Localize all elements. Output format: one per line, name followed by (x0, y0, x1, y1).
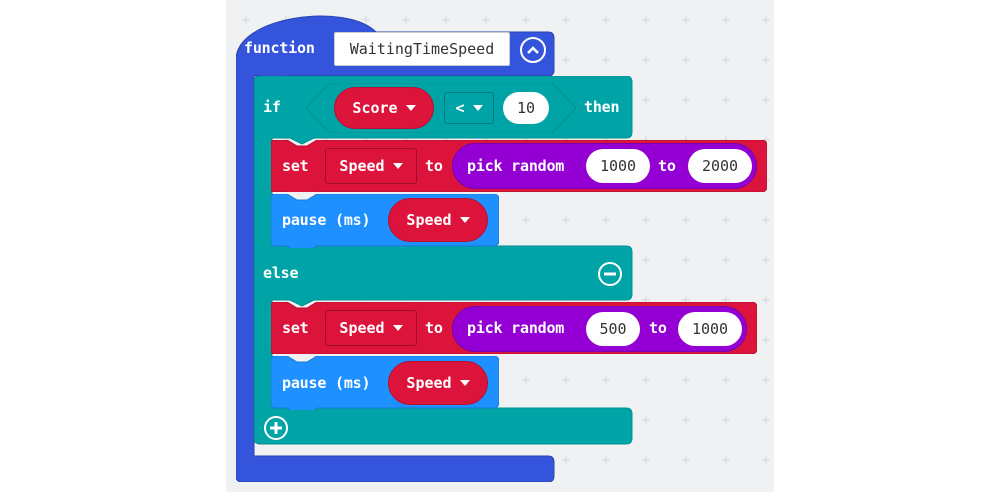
random-from-input[interactable]: 500 (586, 312, 640, 346)
pause-speed-dropdown[interactable]: Speed (388, 198, 488, 242)
operator-dropdown[interactable]: < (444, 92, 494, 124)
pick-random-label: pick random (467, 319, 565, 337)
speed-variable-dropdown[interactable]: Speed (325, 310, 417, 346)
score-variable-dropdown[interactable]: Score (334, 87, 434, 129)
pause-label: pause (ms) (282, 211, 371, 229)
chevron-down-icon (459, 217, 470, 223)
function-name-field[interactable]: WaitingTimeSpeed (334, 32, 510, 66)
to-keyword: to (425, 157, 443, 175)
if-else-block[interactable] (254, 76, 634, 456)
else-keyword: else (263, 264, 299, 282)
random-to-input[interactable]: 2000 (688, 149, 752, 183)
operator-label: < (455, 99, 465, 117)
set-keyword: set (282, 157, 309, 175)
speed-label: Speed (406, 211, 452, 229)
to-keyword: to (425, 319, 443, 337)
chevron-down-icon (472, 105, 483, 111)
if-keyword: if (263, 98, 281, 116)
score-label: Score (352, 99, 398, 117)
then-keyword: then (584, 98, 620, 116)
plus-circle-icon[interactable] (264, 416, 288, 440)
speed-label: Speed (339, 157, 385, 175)
set-keyword: set (282, 319, 309, 337)
pick-random-label: pick random (467, 157, 565, 175)
speed-label: Speed (339, 319, 385, 337)
chevron-down-icon (392, 325, 403, 331)
chevron-up-circle-icon[interactable] (520, 37, 546, 63)
speed-label: Speed (406, 374, 452, 392)
minus-circle-icon[interactable] (598, 262, 622, 286)
pause-speed-dropdown[interactable]: Speed (388, 361, 488, 405)
chevron-down-icon (405, 105, 416, 111)
compare-value-input[interactable]: 10 (503, 92, 549, 124)
function-keyword: function (244, 39, 315, 57)
random-to-keyword: to (658, 157, 676, 175)
speed-variable-dropdown[interactable]: Speed (325, 148, 417, 184)
if-block-shape (254, 76, 633, 445)
random-to-input[interactable]: 1000 (678, 312, 742, 346)
random-from-input[interactable]: 1000 (586, 149, 650, 183)
pause-label: pause (ms) (282, 374, 371, 392)
chevron-down-icon (392, 163, 403, 169)
random-to-keyword: to (649, 319, 667, 337)
chevron-down-icon (459, 380, 470, 386)
